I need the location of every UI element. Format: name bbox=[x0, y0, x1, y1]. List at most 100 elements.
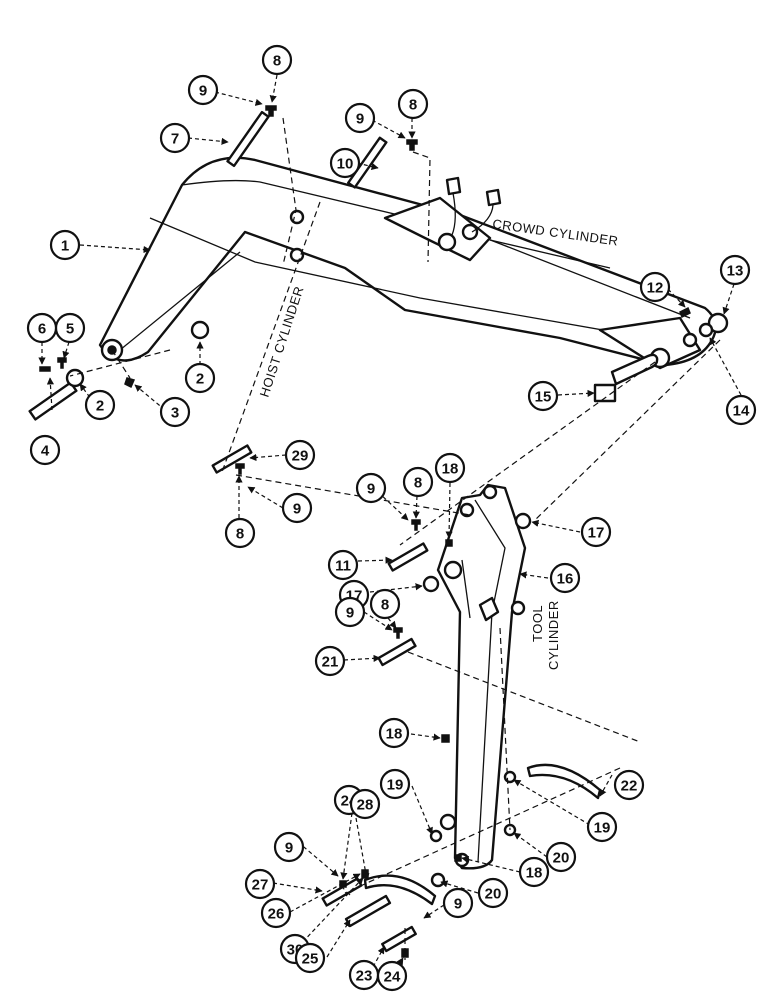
part-18-a bbox=[445, 539, 453, 547]
callout-circle bbox=[613, 769, 645, 801]
dash-tip-right bbox=[534, 339, 721, 521]
dipper-arm-assembly bbox=[436, 483, 527, 870]
hose-fitting-1 bbox=[445, 176, 462, 196]
leader-16 bbox=[519, 571, 549, 579]
hose-fitting-2 bbox=[485, 188, 502, 207]
bushing-17-lower bbox=[422, 575, 440, 593]
part-12 bbox=[679, 306, 691, 319]
callout-25: 25 bbox=[294, 942, 326, 974]
tool-cyl-bore bbox=[510, 600, 526, 616]
callout-circle bbox=[355, 472, 387, 504]
callout-9: 9 bbox=[355, 472, 387, 504]
leader-5 bbox=[62, 341, 70, 359]
callout-circle bbox=[26, 312, 58, 344]
tool-label: TOOL bbox=[530, 605, 545, 642]
hose-line-2 bbox=[471, 204, 494, 233]
link-22 bbox=[526, 763, 602, 800]
callout-number: 23 bbox=[356, 968, 373, 985]
callout-20: 20 bbox=[545, 841, 577, 873]
callout-circle bbox=[314, 645, 346, 677]
crowd-bore-2 bbox=[461, 223, 479, 241]
callout-circle bbox=[477, 877, 509, 909]
pin-11 bbox=[387, 542, 429, 572]
callout-number: 2 bbox=[96, 398, 104, 415]
dash-3 bbox=[111, 349, 131, 379]
callout-number: 29 bbox=[292, 448, 309, 465]
callout-24: 24 bbox=[376, 960, 408, 992]
callout-15: 15 bbox=[527, 380, 559, 412]
leader-8-d bbox=[412, 495, 420, 519]
callout-number: 28 bbox=[357, 797, 374, 814]
leader-lines bbox=[38, 74, 742, 977]
leader-15 bbox=[557, 389, 595, 397]
callout-19: 19 bbox=[586, 811, 618, 843]
callout-number: 26 bbox=[268, 906, 285, 923]
callout-circle bbox=[244, 868, 276, 900]
callout-circle bbox=[545, 841, 577, 873]
dash-link bbox=[235, 474, 471, 516]
callout-18: 18 bbox=[434, 452, 466, 484]
callout-9: 9 bbox=[344, 102, 376, 134]
bushing-19-right bbox=[503, 770, 517, 784]
callout-number: 22 bbox=[621, 778, 638, 795]
leader-13 bbox=[722, 283, 735, 315]
pin-21 bbox=[377, 637, 417, 667]
callout-19: 19 bbox=[379, 768, 411, 800]
callout-28: 28 bbox=[349, 788, 381, 820]
bolt-8-b bbox=[406, 139, 418, 151]
leader-4 bbox=[46, 377, 54, 411]
callout-number: 24 bbox=[384, 969, 401, 986]
callout-circle bbox=[369, 588, 401, 620]
callout-8: 8 bbox=[402, 466, 434, 498]
callout-number: 13 bbox=[727, 263, 744, 280]
callout-circle bbox=[273, 831, 305, 863]
callout-number: 15 bbox=[535, 389, 552, 406]
callout-number: 4 bbox=[41, 443, 50, 460]
callout-circle bbox=[281, 492, 313, 524]
leader-24-a bbox=[340, 812, 353, 880]
callout-circle bbox=[329, 147, 361, 179]
callout-circle bbox=[334, 596, 366, 628]
callout-circle bbox=[725, 394, 757, 426]
part-3 bbox=[124, 377, 136, 389]
callout-circle bbox=[224, 517, 256, 549]
callout-2: 2 bbox=[84, 389, 116, 421]
callout-number: 3 bbox=[171, 405, 179, 422]
leader-9-e bbox=[363, 611, 393, 631]
callout-18: 18 bbox=[518, 856, 550, 888]
boom-top-edge bbox=[181, 179, 691, 319]
callout-number: 9 bbox=[454, 896, 462, 913]
callout-9: 9 bbox=[281, 492, 313, 524]
link-28 bbox=[363, 874, 437, 906]
dash-22 bbox=[344, 767, 621, 894]
callout-17: 17 bbox=[580, 516, 612, 548]
callout-circle bbox=[184, 362, 216, 394]
callout-number: 9 bbox=[293, 501, 301, 518]
callout-5: 5 bbox=[54, 312, 86, 344]
crowd-pin-bore bbox=[437, 232, 457, 252]
callout-number: 9 bbox=[285, 840, 293, 857]
callout-2: 2 bbox=[184, 362, 216, 394]
callout-16: 16 bbox=[549, 562, 581, 594]
bolt-8-e bbox=[393, 627, 403, 639]
bolt-8-a bbox=[265, 105, 277, 117]
callout-12: 12 bbox=[639, 271, 671, 303]
callout-circle bbox=[719, 254, 751, 286]
bushing-19-left bbox=[429, 829, 443, 843]
leader-17-a bbox=[531, 519, 581, 533]
leader-9-g bbox=[423, 904, 445, 919]
leader-23 bbox=[372, 946, 385, 968]
dash-tool bbox=[499, 627, 511, 831]
callout-number: 18 bbox=[526, 865, 543, 882]
part-6 bbox=[39, 366, 51, 372]
part-18-b bbox=[441, 734, 450, 743]
callout-9: 9 bbox=[442, 887, 474, 919]
callout-circle bbox=[397, 88, 429, 120]
dipper-top-bore-2 bbox=[482, 484, 498, 500]
callout-circle bbox=[344, 102, 376, 134]
callout-number: 16 bbox=[557, 571, 574, 588]
boom-hole-lower bbox=[289, 247, 305, 263]
callout-number: 21 bbox=[322, 654, 339, 671]
leader-22 bbox=[599, 774, 613, 797]
